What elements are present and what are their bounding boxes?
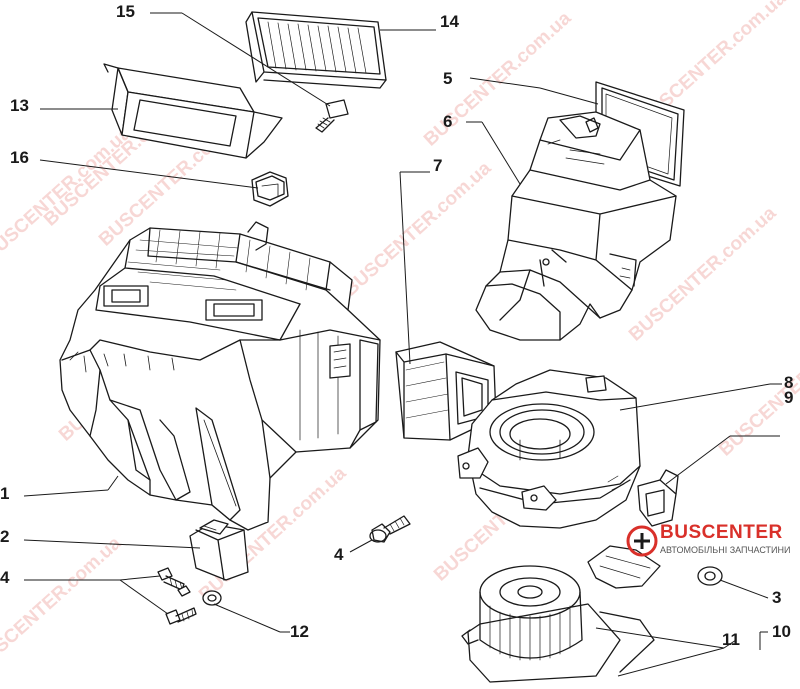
callout-8: 8 (784, 373, 794, 392)
logo-name: BUSCENTER (660, 522, 783, 543)
screw (157, 567, 191, 597)
screw (369, 515, 411, 543)
callout-3: 3 (772, 588, 782, 607)
callout-12: 12 (290, 622, 309, 641)
callout-7: 7 (433, 156, 443, 175)
heater-housing (59, 221, 381, 531)
callout-16: 16 (10, 148, 29, 167)
retainer (251, 171, 289, 207)
bolt (315, 99, 349, 133)
callout-9: 9 (784, 388, 794, 407)
filter-element (245, 11, 387, 89)
clip (637, 469, 679, 527)
callout-5: 5 (443, 69, 453, 88)
buscenter-logo: BUSCENTER АВТОМОБІЛЬНІ ЗАПЧАСТИНИ (626, 520, 796, 570)
callout-10: 10 (772, 622, 791, 641)
callout-1: 1 (0, 484, 10, 503)
blower-motor (461, 565, 655, 683)
washer (202, 590, 222, 606)
logo-tagline: АВТОМОБІЛЬНІ ЗАПЧАСТИНИ (660, 545, 791, 555)
callout-11: 11 (722, 630, 740, 649)
callout-2: 2 (0, 527, 10, 546)
callout-6: 6 (443, 112, 453, 131)
callout-15: 15 (116, 2, 135, 21)
leader-lines (23, 12, 782, 677)
blower-housing (457, 369, 641, 529)
callout-4: 4 (0, 568, 10, 587)
air-duct (395, 341, 497, 441)
filter-housing (475, 111, 677, 341)
filter-frame (103, 63, 283, 159)
screw (165, 607, 197, 625)
logo-mark-icon (626, 525, 658, 557)
callout-14: 14 (440, 12, 459, 31)
mounting-bracket (189, 519, 249, 581)
callout-13: 13 (10, 96, 29, 115)
callout-4: 4 (334, 545, 344, 564)
